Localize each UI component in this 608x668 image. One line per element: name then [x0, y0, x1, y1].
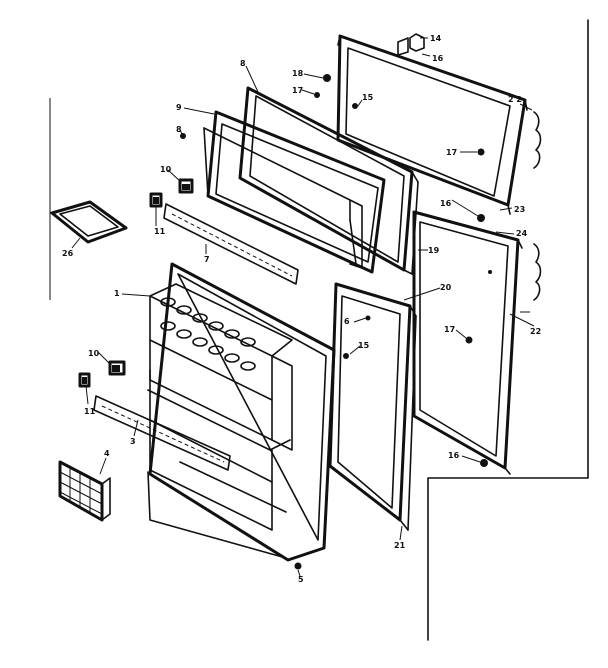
frame-lines — [49, 19, 589, 641]
freezer-door-outer — [314, 33, 542, 222]
callout-17: 17 — [292, 86, 303, 95]
callout-3: 3 — [130, 437, 136, 446]
callout-labels: 14 16 18 17 15 2 2 17 16 23 24 19 8 9 8 … — [62, 34, 541, 584]
callout-15: 15 — [358, 341, 370, 350]
fresh-food-shelf-bar — [93, 395, 231, 471]
egg-holders — [160, 297, 256, 371]
callout-21: 21 — [394, 541, 406, 550]
callout-20: 20 — [440, 283, 452, 292]
callout-17: 17 — [446, 148, 457, 157]
grille-cover — [58, 460, 111, 522]
callout-6: 6 — [344, 317, 350, 326]
callout-8: 8 — [176, 125, 182, 134]
fresh-food-door-liner — [147, 262, 336, 562]
callout-26: 26 — [62, 249, 74, 258]
callout-22: 2 2 — [508, 95, 522, 104]
callout-23: 23 — [514, 205, 525, 214]
callout-19: 19 — [428, 246, 440, 255]
lower-small-parts — [78, 360, 302, 570]
callout-1: 1 — [114, 289, 120, 298]
callout-17: 17 — [444, 325, 455, 334]
fresh-food-door-gasket — [328, 282, 417, 531]
callout-10: 10 — [160, 165, 172, 174]
callout-14: 14 — [430, 34, 442, 43]
callout-22: 22 — [530, 327, 541, 336]
fresh-food-door-outer — [412, 210, 542, 475]
callout-11: 11 — [84, 407, 96, 416]
callout-11: 11 — [154, 227, 166, 236]
callout-15: 15 — [362, 93, 374, 102]
callout-16: 16 — [440, 199, 452, 208]
callout-10: 10 — [88, 349, 100, 358]
freezer-door-liner — [203, 110, 386, 274]
leader-lines — [71, 37, 535, 577]
upper-small-parts — [149, 133, 194, 208]
freezer-door-gasket — [238, 86, 419, 275]
callout-5: 5 — [298, 575, 304, 584]
callout-8: 8 — [240, 59, 246, 68]
callout-24: 24 — [516, 229, 528, 238]
callout-4: 4 — [104, 449, 110, 458]
callout-9: 9 — [176, 103, 182, 112]
callout-16: 16 — [448, 451, 460, 460]
callout-7: 7 — [204, 255, 210, 264]
freezer-shelf-bar — [163, 203, 299, 285]
callout-16: 16 — [432, 54, 444, 63]
callout-18: 18 — [292, 69, 304, 78]
ice-tray — [50, 200, 128, 244]
